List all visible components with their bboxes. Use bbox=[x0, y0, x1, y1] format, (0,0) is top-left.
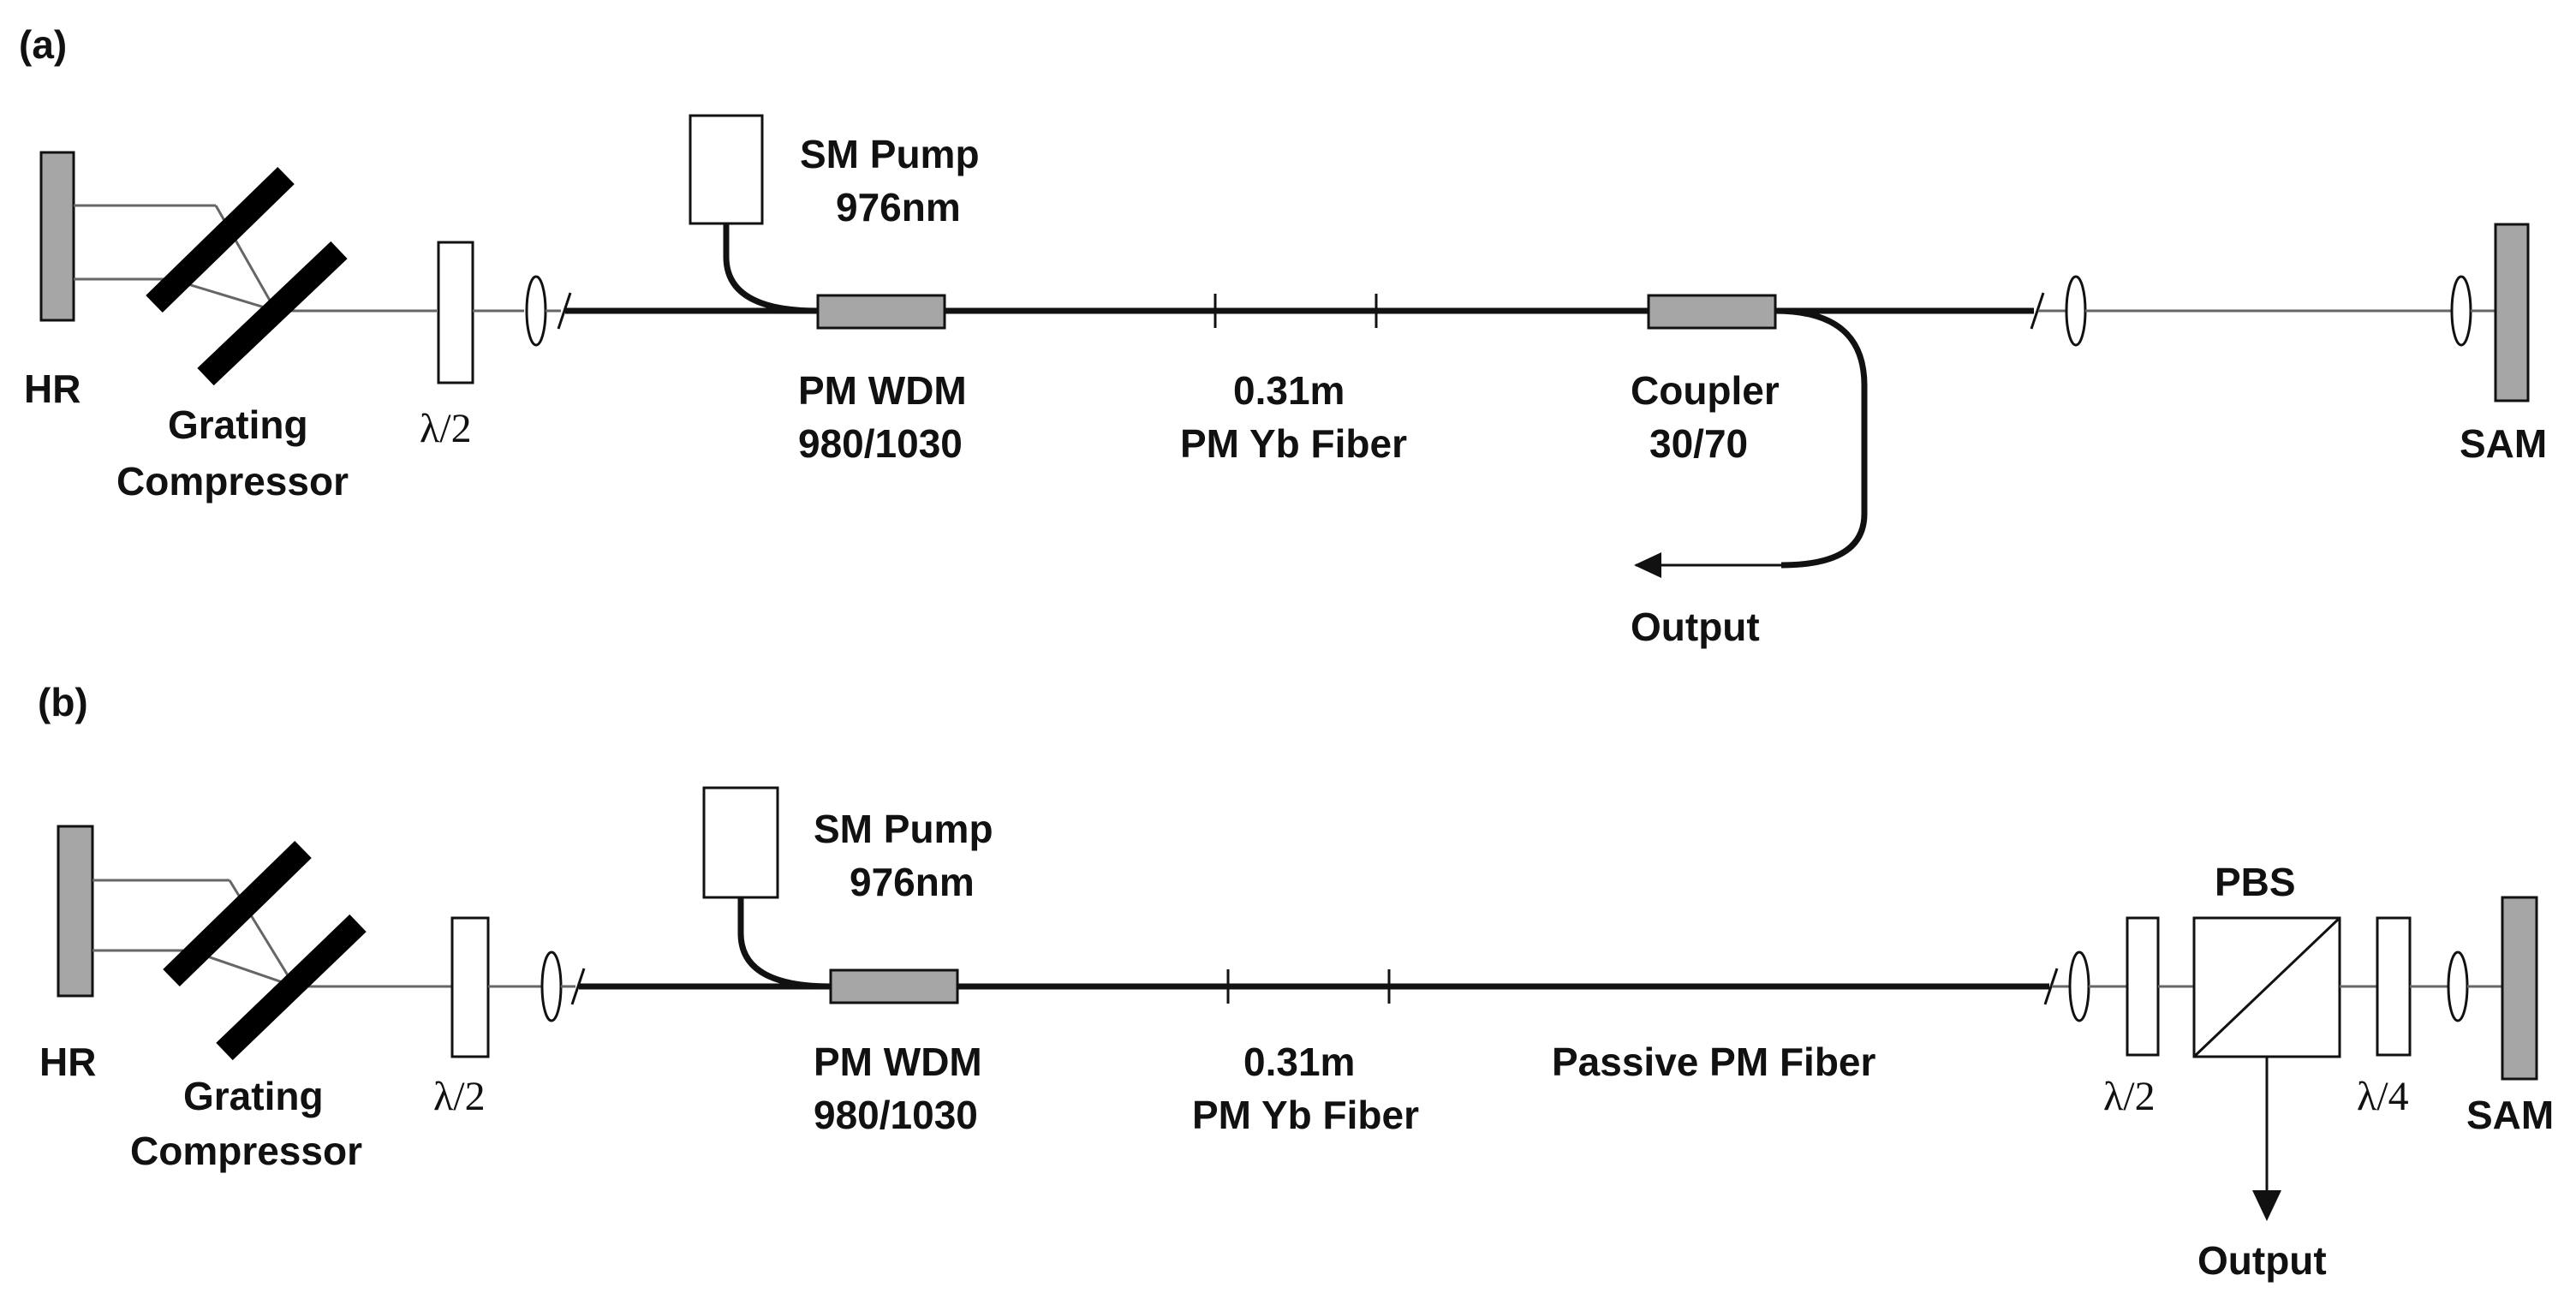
panel-a-yb-label-2: PM Yb Fiber bbox=[1180, 421, 1407, 466]
panel-a-fiber-end-left bbox=[557, 292, 572, 330]
panel-b-yb-label-2: PM Yb Fiber bbox=[1192, 1093, 1419, 1137]
panel-b: (b) HR Grating Compressor λ/2 SM Pump 97 bbox=[38, 680, 2554, 1283]
panel-b-hr-mirror bbox=[57, 825, 94, 998]
panel-a-pump-label-2: 976nm bbox=[836, 185, 961, 229]
panel-b-half-wave-label-left: λ/2 bbox=[433, 1074, 486, 1119]
panel-a-output-label: Output bbox=[1631, 605, 1760, 649]
panel-b-hr-label: HR bbox=[39, 1040, 96, 1084]
panel-b-pump-box bbox=[702, 786, 779, 899]
panel-b-quarter-wave-plate bbox=[2376, 916, 2412, 1057]
panel-a-lens-right-1 bbox=[2065, 275, 2087, 347]
panel-a-pump-fiber bbox=[723, 223, 819, 314]
panel-b-pbs-diagonal bbox=[2192, 916, 2341, 1058]
panel-a-coupler-label-1: Coupler bbox=[1631, 368, 1780, 413]
panel-b-label: (b) bbox=[38, 680, 88, 724]
panel-b-wdm-label-2: 980/1030 bbox=[814, 1093, 978, 1137]
panel-b-grating-1 bbox=[163, 840, 312, 987]
panel-b-quarter-wave-label: λ/4 bbox=[2357, 1074, 2409, 1119]
panel-b-pbs-label: PBS bbox=[2215, 860, 2296, 904]
panel-a-hr-mirror bbox=[39, 151, 75, 322]
panel-a-label: (a) bbox=[19, 22, 67, 67]
panel-b-half-wave-label-right: λ/2 bbox=[2103, 1074, 2156, 1119]
panel-b-pump-label-1: SM Pump bbox=[814, 807, 993, 851]
panel-b-pump-label-2: 976nm bbox=[850, 860, 975, 904]
panel-a-half-wave-plate bbox=[437, 241, 474, 384]
panel-a-wdm bbox=[816, 294, 946, 330]
panel-b-half-wave-plate-left bbox=[450, 916, 490, 1058]
panel-b-lens-left bbox=[540, 950, 563, 1022]
panel-b-half-wave-plate-right bbox=[2126, 916, 2160, 1057]
panel-a-fiber-end-right bbox=[2030, 292, 2045, 330]
panel-b-fiber-end-right bbox=[2043, 968, 2059, 1005]
panel-a-lens-right-2 bbox=[2450, 275, 2472, 347]
panel-b-passive-fiber-label: Passive PM Fiber bbox=[1552, 1040, 1875, 1084]
panel-a-pump-box bbox=[689, 114, 764, 225]
panel-a-lens-left bbox=[525, 275, 547, 347]
panel-b-output-arrowhead bbox=[2252, 1190, 2281, 1221]
panel-a-grating-2 bbox=[197, 241, 348, 386]
panel-a-grating-label-2: Compressor bbox=[116, 459, 349, 504]
panel-a-sam-label: SAM bbox=[2460, 421, 2547, 466]
panel-b-yb-label-1: 0.31m bbox=[1243, 1040, 1355, 1084]
panel-a-grating-label-1: Grating bbox=[168, 402, 308, 447]
panel-b-wdm bbox=[829, 968, 959, 1004]
panel-a-half-wave-label: λ/2 bbox=[420, 406, 472, 451]
panel-a-sam-mirror bbox=[2494, 223, 2530, 402]
panel-b-wdm-label-1: PM WDM bbox=[814, 1040, 982, 1084]
panel-a: (a) HR Grating Compressor λ/2 SM Pump 97 bbox=[19, 22, 2547, 649]
panel-b-sam-mirror bbox=[2501, 896, 2538, 1081]
panel-b-grating-label-2: Compressor bbox=[130, 1129, 362, 1173]
panel-a-pump-label-1: SM Pump bbox=[800, 132, 980, 176]
panel-b-grating-label-1: Grating bbox=[183, 1074, 324, 1118]
panel-b-output-label: Output bbox=[2197, 1238, 2327, 1283]
panel-a-coupler-label-2: 30/70 bbox=[1649, 421, 1748, 466]
panel-b-sam-label: SAM bbox=[2466, 1093, 2554, 1137]
panel-a-coupler bbox=[1647, 294, 1777, 330]
panel-a-grating-1 bbox=[146, 166, 295, 313]
panel-b-lens-right-2 bbox=[2447, 950, 2469, 1022]
panel-a-yb-label-1: 0.31m bbox=[1233, 368, 1345, 413]
panel-a-wdm-label-2: 980/1030 bbox=[798, 421, 963, 466]
panel-a-wdm-label-1: PM WDM bbox=[798, 368, 967, 413]
panel-a-hr-label: HR bbox=[24, 366, 80, 411]
panel-b-fiber-end-left bbox=[570, 968, 586, 1005]
panel-b-grating-2 bbox=[216, 914, 367, 1061]
panel-b-pump-fiber bbox=[737, 897, 832, 990]
panel-b-lens-right-1 bbox=[2068, 950, 2090, 1022]
panel-a-output-fiber bbox=[1774, 307, 1868, 569]
